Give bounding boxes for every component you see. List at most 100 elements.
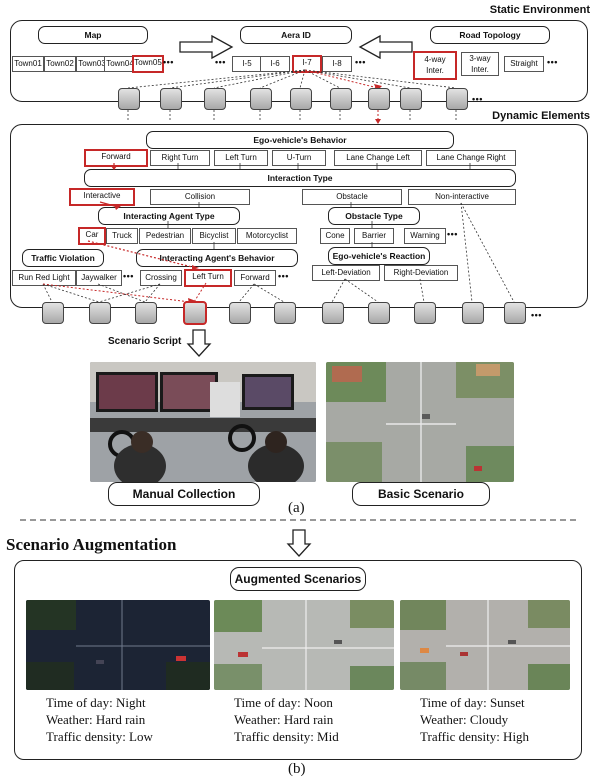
augmentation-title: Scenario Augmentation	[6, 535, 177, 554]
scene-noon-caption: Time of day: Noon Weather: Hard rain Tra…	[234, 694, 339, 745]
area-item: I-8	[322, 56, 352, 72]
static-node	[368, 88, 390, 110]
dynamic-connectors	[42, 163, 515, 304]
interaction-type-item: Obstacle	[302, 189, 402, 205]
sunset-scene-illustration	[400, 600, 570, 690]
static-node	[250, 88, 272, 110]
scene-sunset-density: Traffic density: High	[420, 729, 530, 744]
obstacle-type-header: Obstacle Type	[328, 207, 420, 225]
agent-behavior-selected: Left Turn	[184, 269, 232, 287]
scene-noon	[214, 600, 394, 690]
dynamic-node	[504, 302, 526, 324]
static-node	[118, 88, 140, 110]
intersection-scene-illustration	[326, 362, 514, 482]
scene-night-weather: Weather: Hard rain	[46, 712, 146, 727]
dynamic-node	[42, 302, 64, 324]
road-more: •••	[547, 57, 558, 67]
ego-behavior-item: Lane Change Left	[334, 150, 422, 166]
noon-scene-illustration	[214, 600, 394, 690]
night-scene-illustration	[26, 600, 210, 690]
map-header: Map	[38, 26, 148, 44]
scene-night-caption: Time of day: Night Weather: Hard rain Tr…	[46, 694, 153, 745]
static-node	[290, 88, 312, 110]
scene-night	[26, 600, 210, 690]
area-more-left: •••	[215, 57, 226, 67]
caption-b: (b)	[288, 761, 306, 777]
static-env-title: Static Environment	[489, 4, 590, 16]
scene-sunset-caption: Time of day: Sunset Weather: Cloudy Traf…	[420, 694, 529, 745]
dynamic-node	[322, 302, 344, 324]
dynamic-title: Dynamic Elements	[492, 110, 590, 122]
ego-behavior-header: Ego-vehicle's Behavior	[146, 131, 454, 149]
dynamic-node	[368, 302, 390, 324]
section-divider	[20, 519, 580, 521]
static-node	[330, 88, 352, 110]
area-more-right: •••	[355, 57, 366, 67]
interaction-type-header: Interaction Type	[84, 169, 516, 187]
agent-type-selected: Car	[78, 227, 106, 245]
ego-reaction-item: Left-Deviation	[312, 265, 380, 281]
scene-night-time: Time of day: Night	[46, 695, 146, 710]
scenario-script-label: Scenario Script	[108, 336, 182, 347]
agent-type-item: Truck	[106, 228, 138, 244]
dynamic-node	[462, 302, 484, 324]
scene-noon-weather: Weather: Hard rain	[234, 712, 334, 727]
obstacle-type-item: Cone	[320, 228, 350, 244]
dynamic-nodes-more: •••	[531, 310, 542, 320]
obstacle-type-more: •••	[447, 229, 458, 239]
agent-behavior-more: •••	[278, 271, 289, 281]
area-item-selected: I-7	[292, 55, 322, 73]
road-header: Road Topology	[430, 26, 550, 44]
ego-behavior-item: Right Turn	[150, 150, 210, 166]
static-connectors	[127, 69, 457, 124]
static-node	[160, 88, 182, 110]
area-item: I-6	[260, 56, 290, 72]
map-item: Town01	[12, 56, 44, 72]
scene-sunset-time: Time of day: Sunset	[420, 695, 525, 710]
agent-type-item: Motorcyclist	[237, 228, 297, 244]
road-item-selected: 4-way Inter.	[413, 51, 457, 80]
static-node	[400, 88, 422, 110]
traffic-violation-header: Traffic Violation	[22, 249, 104, 267]
scenario-script-arrow	[186, 329, 212, 357]
map-item: Town02	[44, 56, 76, 72]
obstacle-type-item: Barrier	[354, 228, 394, 244]
agent-behavior-header: Interacting Agent's Behavior	[136, 249, 298, 267]
manual-collection-photo	[90, 362, 316, 482]
static-node	[204, 88, 226, 110]
ego-reaction-header: Ego-vehicle's Reaction	[328, 247, 430, 265]
ego-reaction-item: Right-Deviation	[384, 265, 458, 281]
interaction-type-item: Collision	[150, 189, 250, 205]
scene-noon-density: Traffic density: Mid	[234, 729, 339, 744]
scene-night-density: Traffic density: Low	[46, 729, 153, 744]
map-item-selected: Town05	[132, 55, 164, 73]
agent-behavior-item: Crossing	[140, 270, 182, 286]
static-nodes-more: •••	[472, 94, 483, 104]
road-item: 3-way Inter.	[461, 52, 499, 76]
static-node	[446, 88, 468, 110]
scene-sunset-weather: Weather: Cloudy	[420, 712, 509, 727]
manual-collection-label: Manual Collection	[108, 482, 260, 506]
agent-type-item: Pedestrian	[139, 228, 191, 244]
scene-noon-time: Time of day: Noon	[234, 695, 333, 710]
ego-behavior-item: Left Turn	[214, 150, 268, 166]
interaction-type-selected: Interactive	[69, 188, 135, 206]
augmentation-arrow	[286, 529, 312, 557]
traffic-violation-item: Jaywalker	[76, 270, 122, 286]
scene-sunset	[400, 600, 570, 690]
dynamic-node	[229, 302, 251, 324]
ego-behavior-item: U-Turn	[272, 150, 326, 166]
dynamic-node	[89, 302, 111, 324]
obstacle-type-item: Warning	[404, 228, 446, 244]
agent-type-header: Interacting Agent Type	[98, 207, 240, 225]
dynamic-node	[274, 302, 296, 324]
ego-behavior-item: Lane Change Right	[426, 150, 516, 166]
road-to-area-arrow	[358, 34, 413, 60]
dynamic-node	[135, 302, 157, 324]
area-header: Aera ID	[240, 26, 352, 44]
basic-scenario-label: Basic Scenario	[352, 482, 490, 506]
basic-scenario-photo	[326, 362, 514, 482]
caption-a: (a)	[288, 500, 305, 516]
augmented-scenarios-title: Augmented Scenarios	[230, 567, 366, 591]
road-item: Straight	[504, 56, 544, 72]
